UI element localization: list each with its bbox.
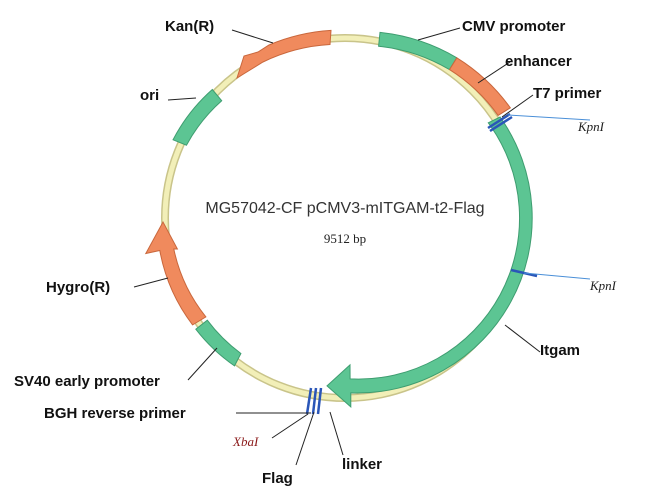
plasmid-name: MG57042-CF pCMV3-mITGAM-t2-Flag xyxy=(205,200,484,217)
kpni-1-marker xyxy=(507,114,591,121)
label-xbai: XbaI xyxy=(232,434,259,449)
label-sv40-early-promoter: SV40 early promoter xyxy=(14,373,160,390)
feature-cmv-promoter[interactable] xyxy=(378,31,458,71)
label-ori: ori xyxy=(140,87,159,104)
kpni-2-line xyxy=(523,272,591,280)
label-t7-primer: T7 primer xyxy=(533,85,602,102)
t7-primer-marker xyxy=(487,112,513,133)
linker-flag-marker xyxy=(305,387,323,415)
label-enhancer: enhancer xyxy=(505,53,572,70)
label-hygro: Hygro(R) xyxy=(46,279,110,296)
label-cmv-promoter: CMV promoter xyxy=(462,18,566,35)
feature-kan[interactable] xyxy=(236,29,332,80)
label-itgam: Itgam xyxy=(540,342,580,359)
feature-hygro[interactable] xyxy=(144,220,207,326)
feature-itgam[interactable] xyxy=(326,116,533,409)
feature-enhancer[interactable] xyxy=(448,57,512,117)
label-bgh-reverse-primer: BGH reverse primer xyxy=(44,405,186,422)
feature-ori[interactable] xyxy=(172,88,223,146)
label-linker: linker xyxy=(342,456,382,473)
leader-lines xyxy=(133,27,541,466)
label-kpni-2: KpnI xyxy=(589,278,617,293)
label-flag: Flag xyxy=(262,470,293,487)
plasmid-size: 9512 bp xyxy=(324,231,366,246)
label-kan: Kan(R) xyxy=(165,18,214,35)
feature-sv40-early-promoter[interactable] xyxy=(195,319,242,367)
label-kpni-1: KpnI xyxy=(577,119,605,134)
